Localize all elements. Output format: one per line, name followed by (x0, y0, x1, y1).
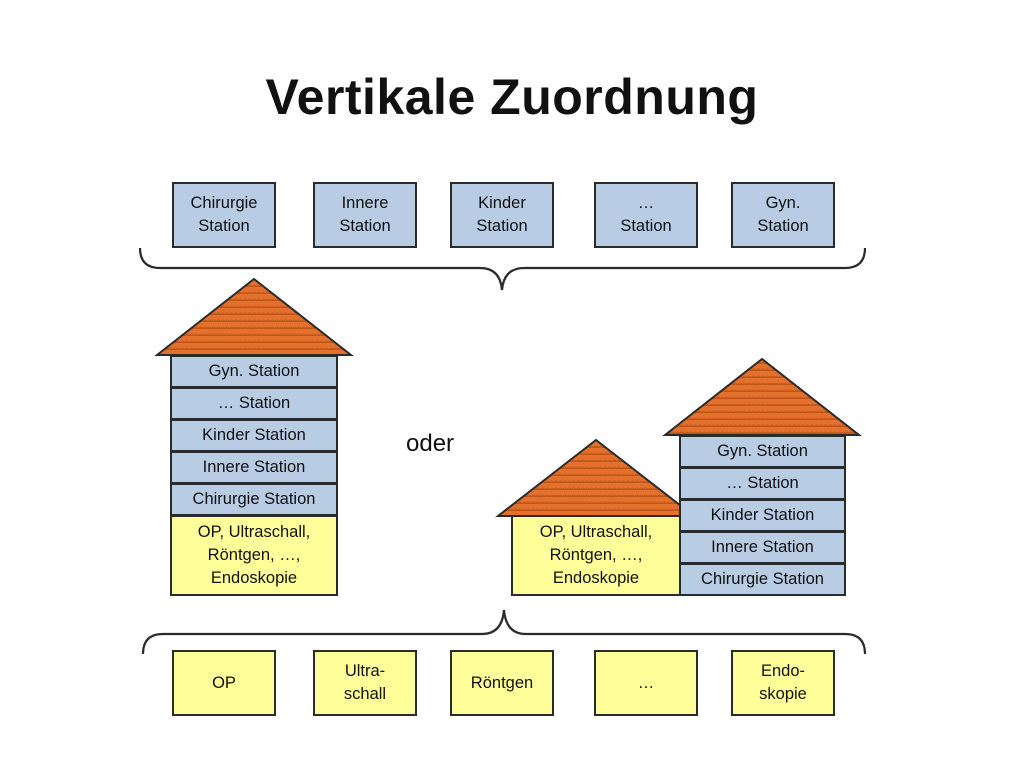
right-small-base-services: OP, Ultraschall, Röntgen, …, Endoskopie (511, 515, 681, 596)
bottom-box-ellipsis: … (594, 650, 698, 716)
left-floor-kinder: Kinder Station (170, 419, 338, 452)
top-box-innere: Innere Station (313, 182, 417, 248)
left-floor-innere: Innere Station (170, 451, 338, 484)
bottom-brace (141, 609, 867, 655)
left-base-services: OP, Ultraschall, Röntgen, …, Endoskopie (170, 515, 338, 596)
bottom-box-endoskopie: Endo- skopie (731, 650, 835, 716)
right-floor-ellipsis: … Station (679, 467, 846, 500)
right-floor-gyn: Gyn. Station (679, 435, 846, 468)
right-floor-kinder: Kinder Station (679, 499, 846, 532)
right-floor-chirurgie: Chirurgie Station (679, 563, 846, 596)
left-floor-ellipsis: … Station (170, 387, 338, 420)
top-box-kinder: Kinder Station (450, 182, 554, 248)
oder-label: oder (406, 430, 455, 457)
right-floor-innere: Innere Station (679, 531, 846, 564)
left-floor-chirurgie: Chirurgie Station (170, 483, 338, 516)
bottom-box-op: OP (172, 650, 276, 716)
top-box-gyn: Gyn. Station (731, 182, 835, 248)
roof-right-small (495, 438, 697, 517)
left-floor-gyn: Gyn. Station (170, 355, 338, 388)
bottom-box-ultraschall: Ultra- schall (313, 650, 417, 716)
top-box-ellipsis: … Station (594, 182, 698, 248)
page-title: Vertikale Zuordnung (265, 69, 759, 125)
top-box-chirurgie: Chirurgie Station (172, 182, 276, 248)
roof-left (154, 277, 354, 356)
roof-right-tall (662, 357, 862, 436)
bottom-box-roentgen: Röntgen (450, 650, 554, 716)
